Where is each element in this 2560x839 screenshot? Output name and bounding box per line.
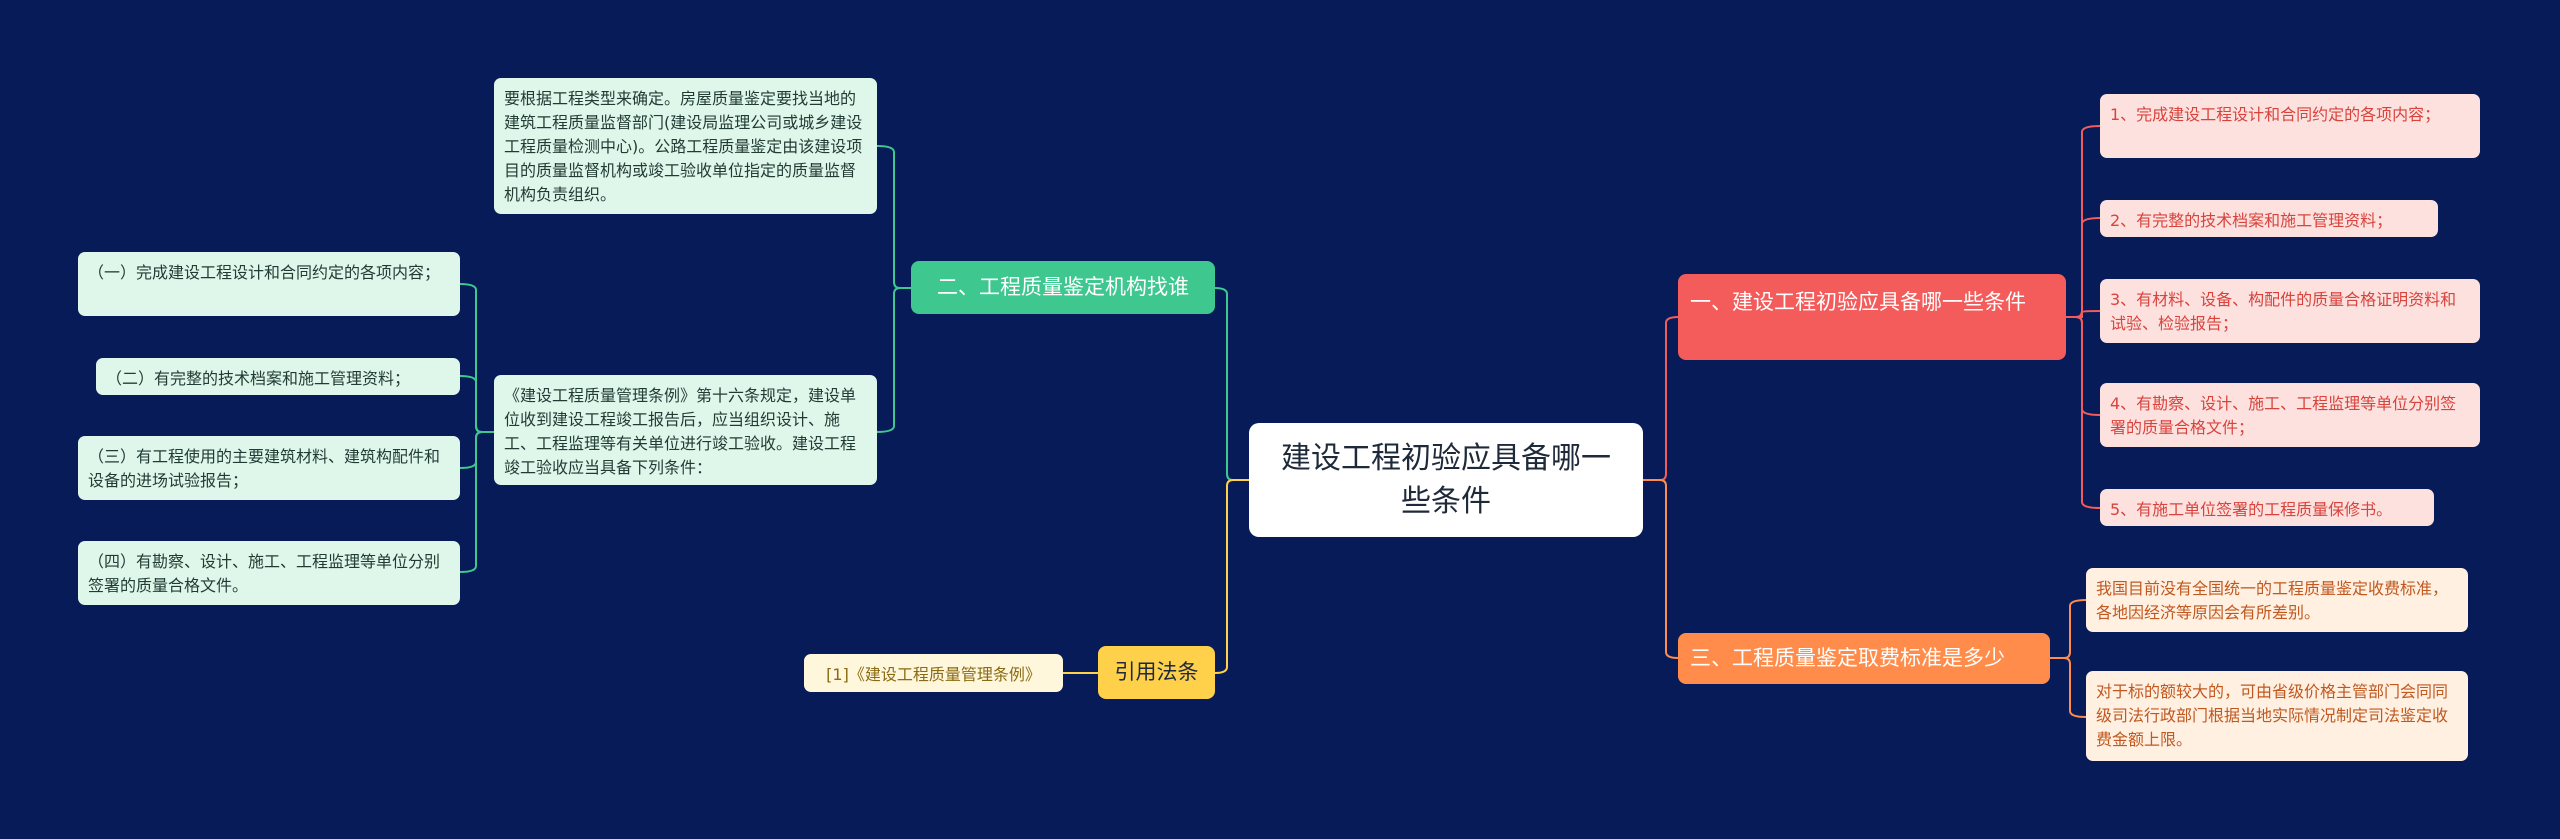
link-root-fees <box>1643 479 1679 659</box>
link-sub-4 <box>459 431 494 573</box>
link-fee-1 <box>2050 599 2087 659</box>
link-root-citation <box>1214 479 1249 674</box>
link-root-agency <box>1214 287 1249 481</box>
fee-item-1[interactable]: 我国目前没有全国统一的工程质量鉴定收费标准，各地因经济等原因会有所差别。 <box>2086 568 2468 632</box>
link-condition-2 <box>2066 217 2101 318</box>
branch-agency[interactable]: 二、工程质量鉴定机构找谁 <box>911 261 1215 314</box>
link-agency-item <box>876 145 911 289</box>
condition-item-1[interactable]: 1、完成建设工程设计和合同约定的各项内容； <box>2100 94 2480 158</box>
citation-item[interactable]: [1]《建设工程质量管理条例》 <box>804 654 1063 692</box>
regulation-sub-item-4[interactable]: （四）有勘察、设计、施工、工程监理等单位分别签署的质量合格文件。 <box>78 541 460 605</box>
branch-fees[interactable]: 三、工程质量鉴定取费标准是多少 <box>1678 633 2050 684</box>
condition-item-3[interactable]: 3、有材料、设备、构配件的质量合格证明资料和试验、检验报告； <box>2100 279 2480 343</box>
regulation-sub-item-2[interactable]: （二）有完整的技术档案和施工管理资料； <box>96 358 460 395</box>
regulation-sub-item-1[interactable]: （一）完成建设工程设计和合同约定的各项内容； <box>78 252 460 316</box>
condition-item-5[interactable]: 5、有施工单位签署的工程质量保修书。 <box>2100 489 2434 526</box>
link-agency-regulation <box>876 287 911 433</box>
agency-item[interactable]: 要根据工程类型来确定。房屋质量鉴定要找当地的建筑工程质量监督部门(建设局监理公司… <box>494 78 877 214</box>
branch-citation[interactable]: 引用法条 <box>1098 646 1215 699</box>
fee-item-2[interactable]: 对于标的额较大的，可由省级价格主管部门会同同级司法行政部门根据当地实际情况制定司… <box>2086 671 2468 761</box>
link-fee-2 <box>2050 657 2087 718</box>
link-condition-5 <box>2066 316 2101 509</box>
link-root-conditions <box>1643 316 1679 481</box>
link-sub-2 <box>459 375 494 433</box>
condition-item-4[interactable]: 4、有勘察、设计、施工、工程监理等单位分别签署的质量合格文件； <box>2100 383 2480 447</box>
regulation-sub-item-3[interactable]: （三）有工程使用的主要建筑材料、建筑构配件和设备的进场试验报告； <box>78 436 460 500</box>
agency-regulation-item[interactable]: 《建设工程质量管理条例》第十六条规定，建设单位收到建设工程竣工报告后，应当组织设… <box>494 375 877 485</box>
link-condition-3 <box>2066 310 2101 318</box>
branch-conditions[interactable]: 一、建设工程初验应具备哪一些条件 <box>1678 274 2066 360</box>
root-topic[interactable]: 建设工程初验应具备哪一些条件 <box>1249 423 1643 537</box>
condition-item-2[interactable]: 2、有完整的技术档案和施工管理资料； <box>2100 200 2438 237</box>
